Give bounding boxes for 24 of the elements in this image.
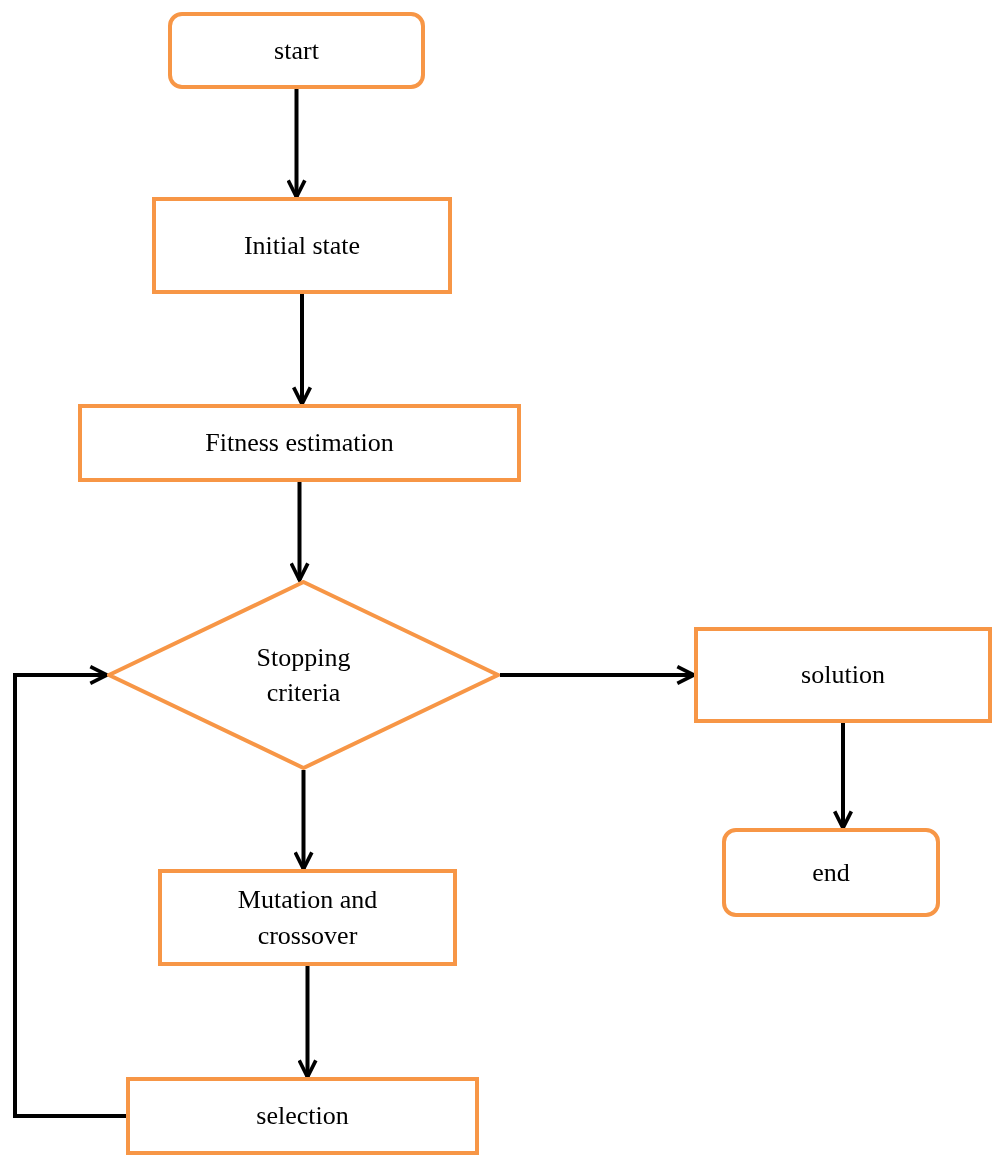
arrow [289,482,310,582]
process-box [78,404,521,482]
process-box [126,1077,479,1155]
arrow [832,723,854,830]
terminal-box [168,12,425,89]
process-box [152,197,452,294]
node-label: Mutation and crossover [236,884,379,952]
process-box [694,627,992,723]
arrow [13,664,126,1118]
node-label: selection [256,1100,349,1133]
node-label: solution [801,659,885,692]
terminal-box [722,828,940,917]
node-label: Initial state [243,229,361,262]
node-label: Fitness estimation [205,427,394,460]
arrow [500,664,696,686]
arrow [286,89,307,199]
arrow [293,770,314,871]
arrow [297,966,318,1079]
node-label: Stopping criteria [255,641,352,709]
process-box [158,869,457,966]
node-label: start [274,34,319,67]
decision-diamond [107,580,500,770]
arrow [291,294,313,406]
node-label: end [812,856,850,889]
